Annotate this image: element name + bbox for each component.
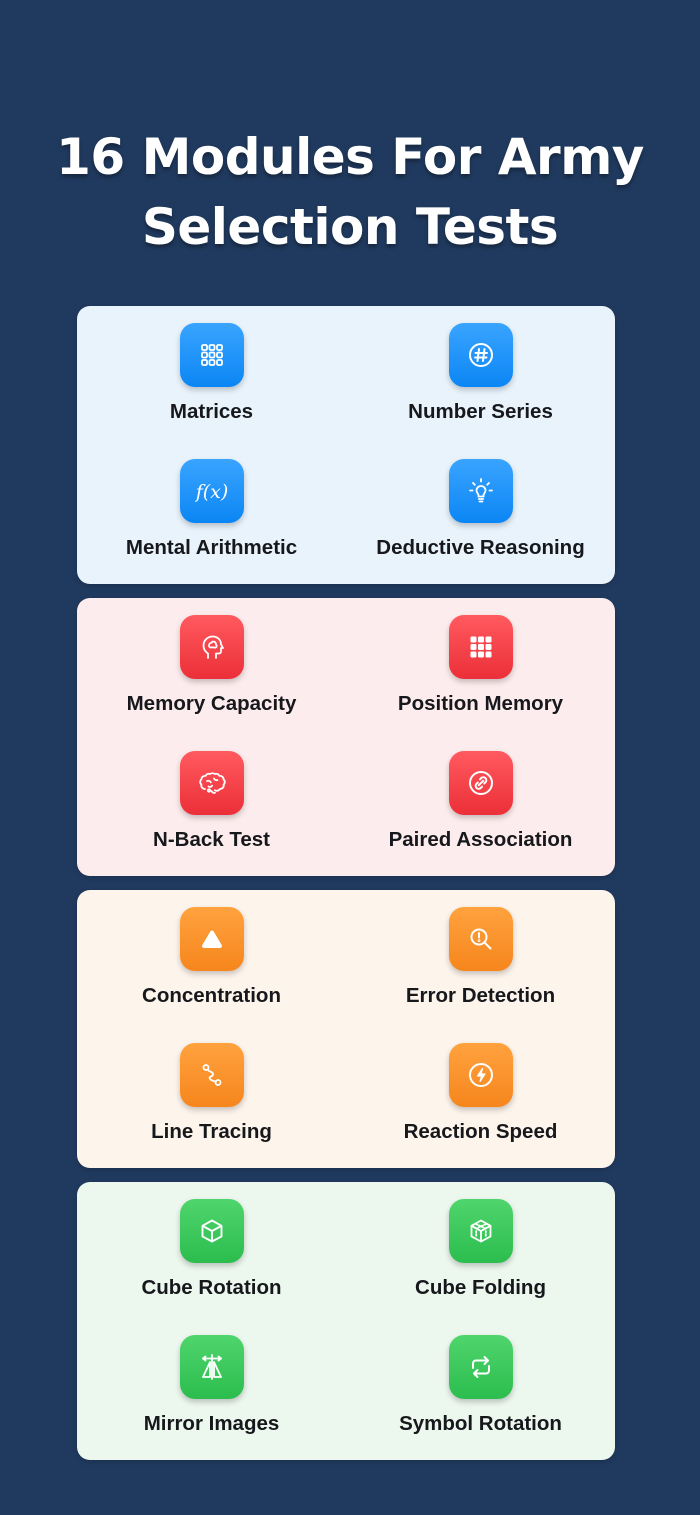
page-title: 16 Modules For Army Selection Tests — [0, 122, 700, 262]
module-label: Paired Association — [388, 828, 573, 851]
module-matrices[interactable]: Matrices — [77, 306, 346, 426]
module-label: Position Memory — [397, 692, 564, 715]
module-cube-folding[interactable]: Cube Folding — [346, 1182, 615, 1302]
module-deductive-reasoning[interactable]: Deductive Reasoning — [346, 442, 615, 562]
module-position-memory[interactable]: Position Memory — [346, 598, 615, 718]
hash-icon — [448, 323, 513, 387]
module-group-memory: Memory Capacity Position Memory N-Back T… — [77, 598, 615, 876]
cube-net-icon — [448, 1199, 513, 1263]
triangle-icon — [179, 907, 244, 971]
head-brain-icon — [179, 615, 244, 679]
function-icon: ƒ(x) — [179, 459, 244, 523]
rotate-icon — [448, 1335, 513, 1399]
module-label: Memory Capacity — [126, 692, 297, 715]
grid-icon — [179, 323, 244, 387]
module-number-series[interactable]: Number Series — [346, 306, 615, 426]
link-icon — [448, 751, 513, 815]
module-line-tracing[interactable]: Line Tracing — [77, 1026, 346, 1146]
module-label: Reaction Speed — [403, 1120, 558, 1143]
module-label: Mental Arithmetic — [125, 536, 298, 559]
module-label: Number Series — [408, 400, 553, 423]
module-label: Error Detection — [405, 984, 556, 1007]
module-label: Concentration — [142, 984, 281, 1007]
module-label: Deductive Reasoning — [376, 536, 585, 559]
module-reaction-speed[interactable]: Reaction Speed — [346, 1026, 615, 1146]
module-n-back-test[interactable]: N-Back Test — [77, 734, 346, 854]
lightbulb-icon — [448, 459, 513, 523]
module-label: Line Tracing — [151, 1120, 272, 1143]
module-label: Matrices — [169, 400, 254, 423]
cube-icon — [179, 1199, 244, 1263]
module-mirror-images[interactable]: Mirror Images — [77, 1318, 346, 1438]
title-line-1: 16 Modules For Army — [56, 128, 644, 186]
module-error-detection[interactable]: Error Detection — [346, 890, 615, 1010]
module-group-reasoning: Matrices Number Series ƒ(x) Mental Arith… — [77, 306, 615, 584]
module-label: Cube Rotation — [141, 1276, 282, 1299]
square-grid-icon — [448, 615, 513, 679]
module-paired-association[interactable]: Paired Association — [346, 734, 615, 854]
title-line-2: Selection Tests — [141, 198, 559, 256]
path-icon — [179, 1043, 244, 1107]
module-label: N-Back Test — [153, 828, 270, 851]
module-symbol-rotation[interactable]: Symbol Rotation — [346, 1318, 615, 1438]
magnifier-alert-icon — [448, 907, 513, 971]
module-memory-capacity[interactable]: Memory Capacity — [77, 598, 346, 718]
module-mental-arithmetic[interactable]: ƒ(x) Mental Arithmetic — [77, 442, 346, 562]
brain-icon — [179, 751, 244, 815]
module-label: Symbol Rotation — [399, 1412, 562, 1435]
module-label: Mirror Images — [143, 1412, 280, 1435]
module-label: Cube Folding — [415, 1276, 546, 1299]
svg-text:ƒ(x): ƒ(x) — [195, 481, 228, 503]
module-concentration[interactable]: Concentration — [77, 890, 346, 1010]
mirror-icon — [179, 1335, 244, 1399]
bolt-icon — [448, 1043, 513, 1107]
module-cube-rotation[interactable]: Cube Rotation — [77, 1182, 346, 1302]
module-group-spatial: Cube Rotation Cube Folding Mirror Images — [77, 1182, 615, 1460]
module-group-attention: Concentration Error Detection Line Traci… — [77, 890, 615, 1168]
